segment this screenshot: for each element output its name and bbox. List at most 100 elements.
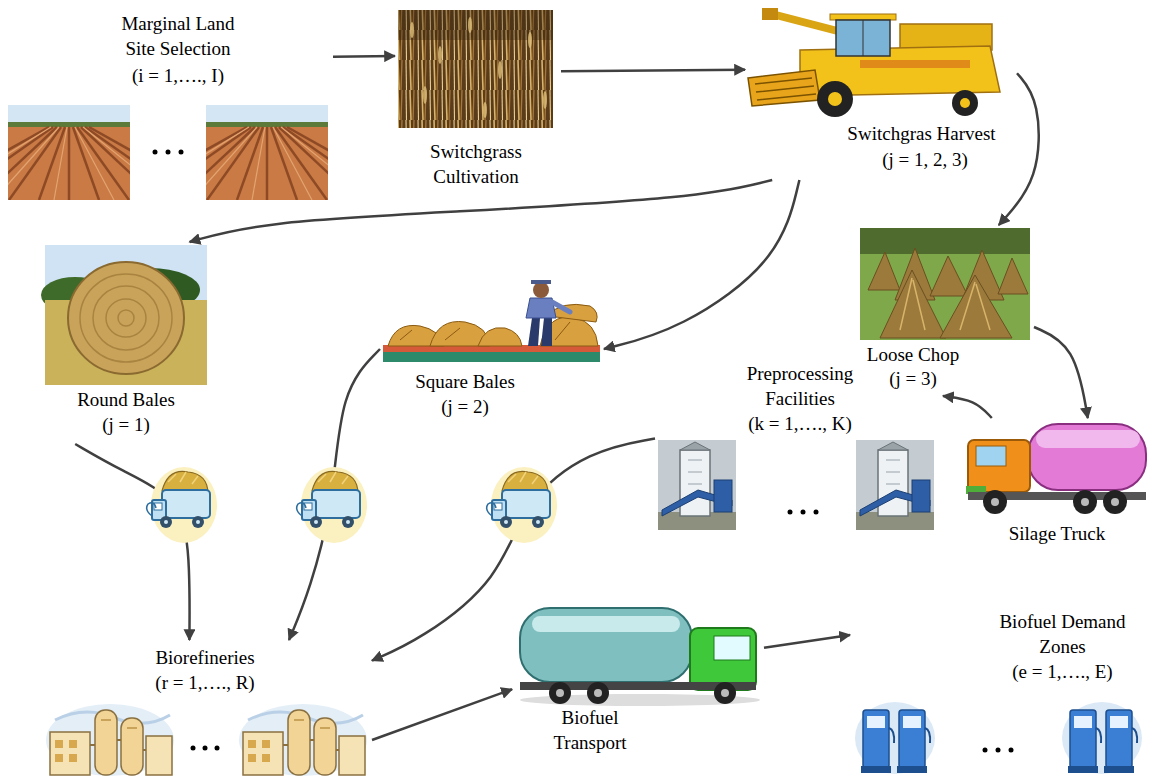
fuel-pump-picture [855, 702, 935, 774]
switchgrass-photo [438, 46, 442, 64]
round-bale-photo [45, 245, 207, 385]
ellipsis-dot [166, 150, 171, 155]
silage-truck-picture [966, 424, 1146, 514]
silage-truck-picture [1036, 430, 1140, 448]
switchgrass-photo [410, 17, 547, 118]
flow-arrow [1034, 327, 1088, 418]
round-bale-photo [41, 245, 207, 385]
tanker-truck-picture [690, 628, 756, 690]
stage-node: Silage Truck [963, 418, 1154, 554]
tanker-truck-picture [520, 608, 692, 682]
tanker-truck-picture [587, 682, 609, 704]
stage-node: Switchgrass Cultivation [395, 8, 561, 200]
loose-chop-photo [860, 228, 1030, 254]
preprocessing-photos [658, 440, 934, 530]
flow-arrow [333, 55, 395, 58]
ellipsis-dot [215, 746, 220, 751]
flow-arrow [764, 635, 850, 648]
loose-chop-photo [868, 248, 1028, 338]
ellipsis-dot [1009, 748, 1014, 753]
node-label: (r = 1,…., R) [140, 671, 270, 696]
ellipsis-dot [191, 746, 196, 751]
loose-chop-photo [900, 278, 990, 330]
loose-chop-photo [868, 252, 900, 290]
square-bales-picture [552, 302, 570, 312]
combine-harvester [748, 70, 820, 106]
switchgrass-photo [483, 102, 487, 118]
node-label: Biofuel Demand Zones [980, 610, 1145, 659]
ellipsis-dot [788, 510, 793, 515]
node-label: (j = 1) [40, 413, 212, 438]
ellipsis-dot [153, 150, 158, 155]
fuel-pump-picture [1062, 702, 1142, 774]
flow-arrow [289, 349, 380, 640]
flow-arrow [604, 180, 799, 349]
tanker-truck-picture [714, 636, 750, 660]
round-bale-photo [106, 299, 146, 337]
node-label: (j = 1, 2, 3) [840, 148, 1010, 173]
round-bale-photo [118, 310, 134, 326]
combine-harvester [952, 90, 978, 116]
combine-harvester [830, 14, 896, 20]
square-bales-picture [528, 318, 540, 346]
stage-node: Square Bales(j = 2) [380, 275, 604, 423]
node-label: Switchgrass Cultivation [395, 140, 557, 189]
silage-truck-picture [1103, 490, 1127, 514]
silage-truck-picture [1111, 498, 1119, 506]
stage-node: Marginal Land Site Selection(i = 1,…., I… [5, 10, 333, 205]
biorefinery-pictures [46, 704, 367, 776]
node-label: (j = 2) [400, 395, 530, 420]
flow-arrow [943, 396, 992, 418]
tanker-truck-picture [532, 616, 680, 632]
node-label: Silage Truck [963, 522, 1151, 547]
square-bales-picture [531, 280, 551, 284]
switchgrass-photo [423, 86, 427, 104]
combine-harvester [748, 8, 1000, 117]
transport-trucks [147, 467, 557, 543]
loose-chop-photo [998, 258, 1028, 294]
preprocessing-photo [856, 440, 934, 530]
silage-truck-picture [1028, 424, 1146, 490]
square-bales-picture [541, 318, 552, 346]
ellipsis-dot [996, 748, 1001, 753]
stage-node: Biorefineries(r = 1,…., R) [40, 640, 372, 777]
fuel-pump-pictures [855, 702, 1142, 774]
stage-node: Round Bales(j = 1) [40, 242, 216, 444]
stage-node: Biofuel Transport [512, 598, 764, 764]
node-label: (j = 3) [863, 367, 963, 392]
ellipsis-dot [814, 510, 819, 515]
ellipsis-dot [801, 510, 806, 515]
silage-truck-picture [968, 440, 1030, 492]
field-photo [117, 105, 417, 200]
square-bales-picture [383, 280, 600, 362]
tanker-truck-picture [594, 689, 602, 697]
field-photo [0, 105, 219, 200]
flow-arrow [999, 73, 1039, 225]
round-bale-photo [93, 286, 159, 350]
node-label: (k = 1,…., K) [715, 412, 885, 437]
connector-group [75, 56, 1088, 740]
silage-truck-picture [991, 498, 999, 506]
combine-harvester [817, 81, 853, 117]
switchgrass-photo [468, 17, 472, 33]
round-bale-photo [80, 274, 172, 362]
switchgrass-photo [498, 61, 502, 79]
biorefinery-picture [239, 704, 367, 776]
flow-arrow [561, 70, 745, 72]
node-label: Preprocessing Facilities [715, 362, 885, 411]
tanker-truck-picture [714, 682, 736, 704]
preprocessing-photo [658, 440, 736, 530]
node-label: Loose Chop [863, 343, 963, 368]
stage-node: Loose Chop(j = 3) [858, 225, 1034, 395]
switchgrass-photo [543, 91, 547, 109]
tanker-truck-picture [520, 608, 760, 706]
combine-harvester [836, 20, 890, 56]
hay-truck [487, 467, 557, 543]
biorefinery-picture [46, 704, 174, 776]
silage-truck-picture [1081, 498, 1089, 506]
loose-chop-photo [860, 228, 1030, 340]
silage-truck-picture [976, 446, 1006, 466]
hay-truck [147, 467, 217, 543]
node-label: Switchgras Harvest [830, 122, 1013, 147]
silage-truck-picture [1073, 490, 1097, 514]
